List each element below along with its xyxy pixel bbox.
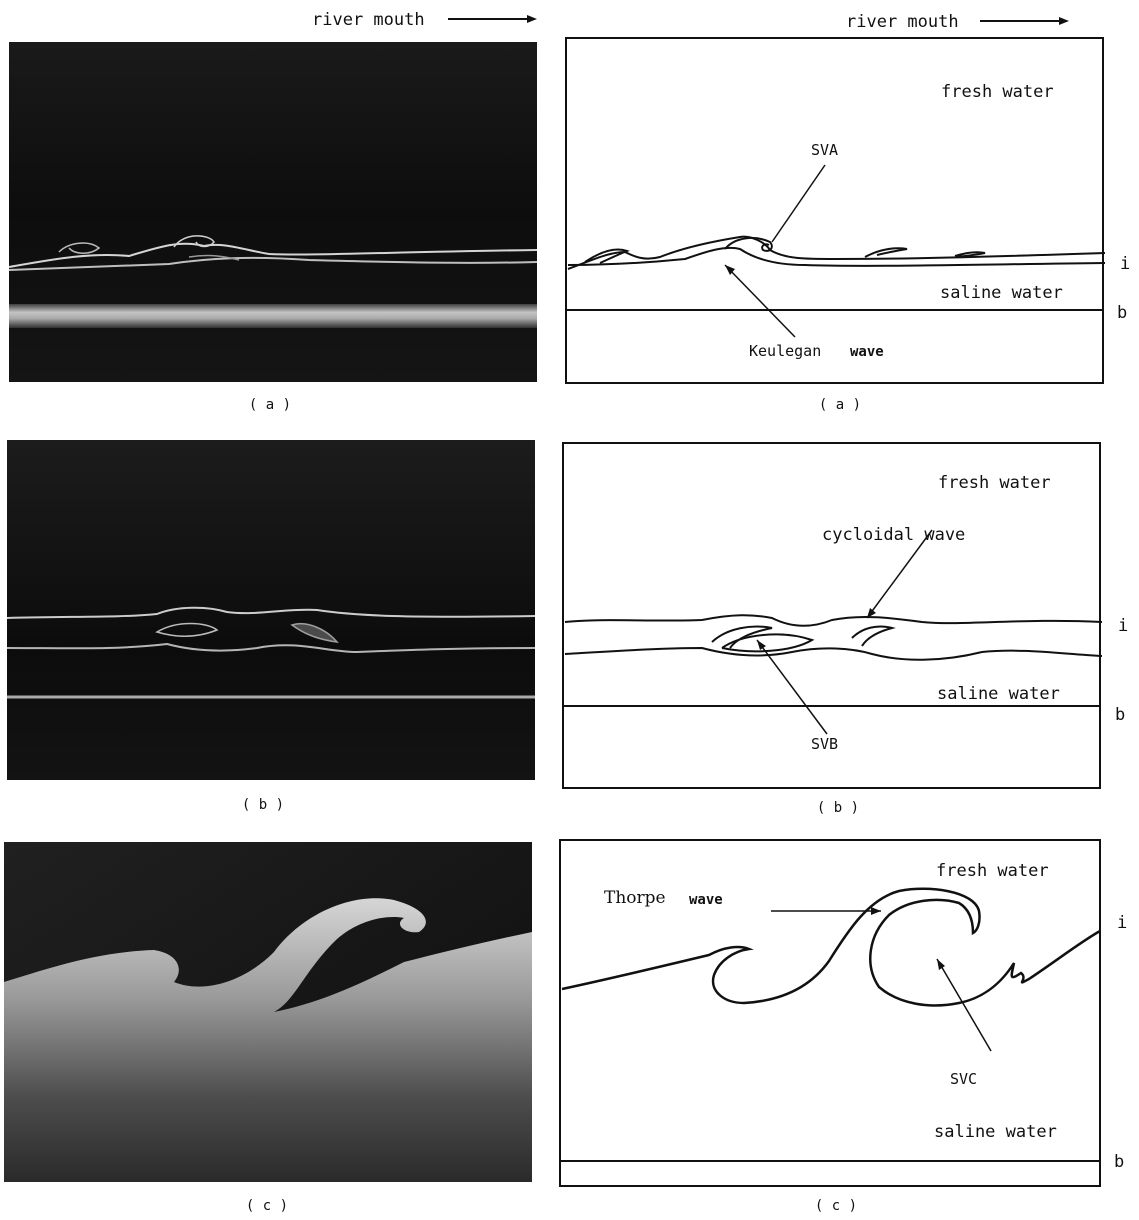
interface-marker-b: i (1118, 616, 1128, 636)
photo-caption-c: ( c ) (237, 1198, 297, 1214)
cycloidal-wave-label: cycloidal wave (822, 525, 965, 545)
keulegan-label: Keulegan (749, 342, 821, 360)
thorpe-label: Thorpe (604, 888, 666, 908)
right-direction-arrow (980, 20, 1060, 22)
saline-water-label-a: saline water (940, 283, 1063, 303)
right-arrowhead-icon (1059, 17, 1069, 25)
diagram-caption-a: ( a ) (810, 397, 870, 413)
svc-label: SVC (950, 1070, 977, 1088)
left-river-mouth-label: river mouth (312, 10, 425, 30)
saline-water-label-c: saline water (934, 1122, 1057, 1142)
left-direction-arrow (448, 18, 528, 20)
photo-caption-a: ( a ) (240, 397, 300, 413)
thorpe-wave-label: wave (689, 892, 723, 908)
sva-label: SVA (811, 141, 838, 159)
svb-label: SVB (811, 735, 838, 753)
fresh-water-label-a: fresh water (941, 82, 1054, 102)
photo-caption-b: ( b ) (233, 797, 293, 813)
left-arrowhead-icon (527, 15, 537, 23)
fresh-water-label-c: fresh water (936, 861, 1049, 881)
keulegan-wave-label: wave (850, 344, 884, 360)
photo-panel-a (9, 42, 537, 382)
right-river-mouth-label: river mouth (846, 12, 959, 32)
saline-water-label-b: saline water (937, 684, 1060, 704)
fresh-water-label-b: fresh water (938, 473, 1051, 493)
bottom-marker-a: b (1117, 303, 1127, 323)
interface-marker-a: i (1120, 254, 1130, 274)
diagram-caption-b: ( b ) (808, 800, 868, 816)
interface-marker-c: i (1117, 913, 1127, 933)
diagram-caption-c: ( c ) (806, 1198, 866, 1214)
photo-panel-b (7, 440, 535, 780)
photo-panel-c (4, 842, 532, 1182)
bottom-marker-b: b (1115, 705, 1125, 725)
bottom-marker-c: b (1114, 1152, 1124, 1172)
